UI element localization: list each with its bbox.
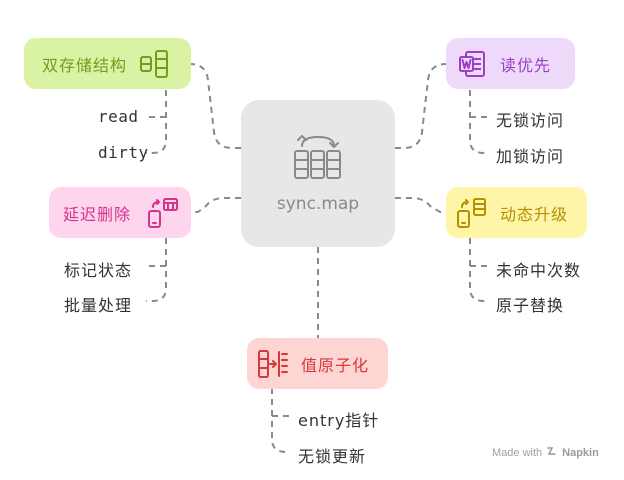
dual-child-dirty: dirty	[98, 143, 149, 162]
data-sync-grid-icon	[292, 134, 344, 184]
lazy-child-batch: 批量处理	[64, 296, 133, 315]
branch-atomic-value: 值原子化	[247, 338, 388, 389]
watermark-brand: Napkin	[562, 446, 599, 459]
branch-dynamic-upgrade-label: 动态升级	[500, 204, 569, 224]
atomic-child-lockfree-update: 无锁更新	[298, 447, 367, 466]
branch-lazy-delete-label: 延迟删除	[63, 204, 132, 224]
phone-table-transfer-icon	[147, 197, 179, 229]
dynamic-child-miss-count: 未命中次数	[496, 261, 582, 280]
branch-dual-storage-label: 双存储结构	[42, 55, 128, 75]
branch-atomic-value-label: 值原子化	[301, 355, 370, 375]
dynamic-child-atomic-swap: 原子替换	[496, 296, 565, 315]
phone-stack-transfer-icon	[456, 197, 488, 229]
column-arrow-icon	[257, 349, 289, 379]
lazy-child-mark: 标记状态	[64, 261, 133, 280]
branch-dynamic-upgrade: 动态升级	[446, 187, 587, 238]
central-node-title: sync.map	[276, 193, 360, 214]
read-child-lockfree: 无锁访问	[496, 111, 565, 130]
connector-center-dual	[181, 63, 241, 149]
napkin-logo-icon	[546, 445, 558, 460]
stacked-storage-icon	[139, 49, 169, 79]
connector-center-dynamic	[395, 197, 446, 213]
read-child-locked: 加锁访问	[496, 147, 565, 166]
dual-child-read: read	[98, 107, 139, 126]
connector-center-lazy	[190, 197, 241, 213]
connector-read-children	[469, 90, 488, 154]
branch-read-first: 读优先	[446, 38, 575, 89]
connector-dynamic-children	[469, 238, 488, 302]
branch-read-first-label: 读优先	[500, 55, 552, 75]
connector-dual-children	[146, 90, 167, 154]
connector-center-read	[395, 63, 447, 149]
connector-lazy-children	[146, 238, 167, 302]
branch-lazy-delete: 延迟删除	[49, 187, 191, 238]
word-document-icon	[458, 50, 486, 78]
made-with-napkin-watermark: Made with Napkin	[492, 445, 599, 460]
branch-dual-storage: 双存储结构	[24, 38, 191, 89]
central-node: sync.map	[241, 100, 395, 247]
watermark-prefix: Made with	[492, 446, 543, 459]
atomic-child-entry-pointer: entry指针	[298, 411, 380, 430]
connector-atomic-children	[271, 388, 290, 453]
